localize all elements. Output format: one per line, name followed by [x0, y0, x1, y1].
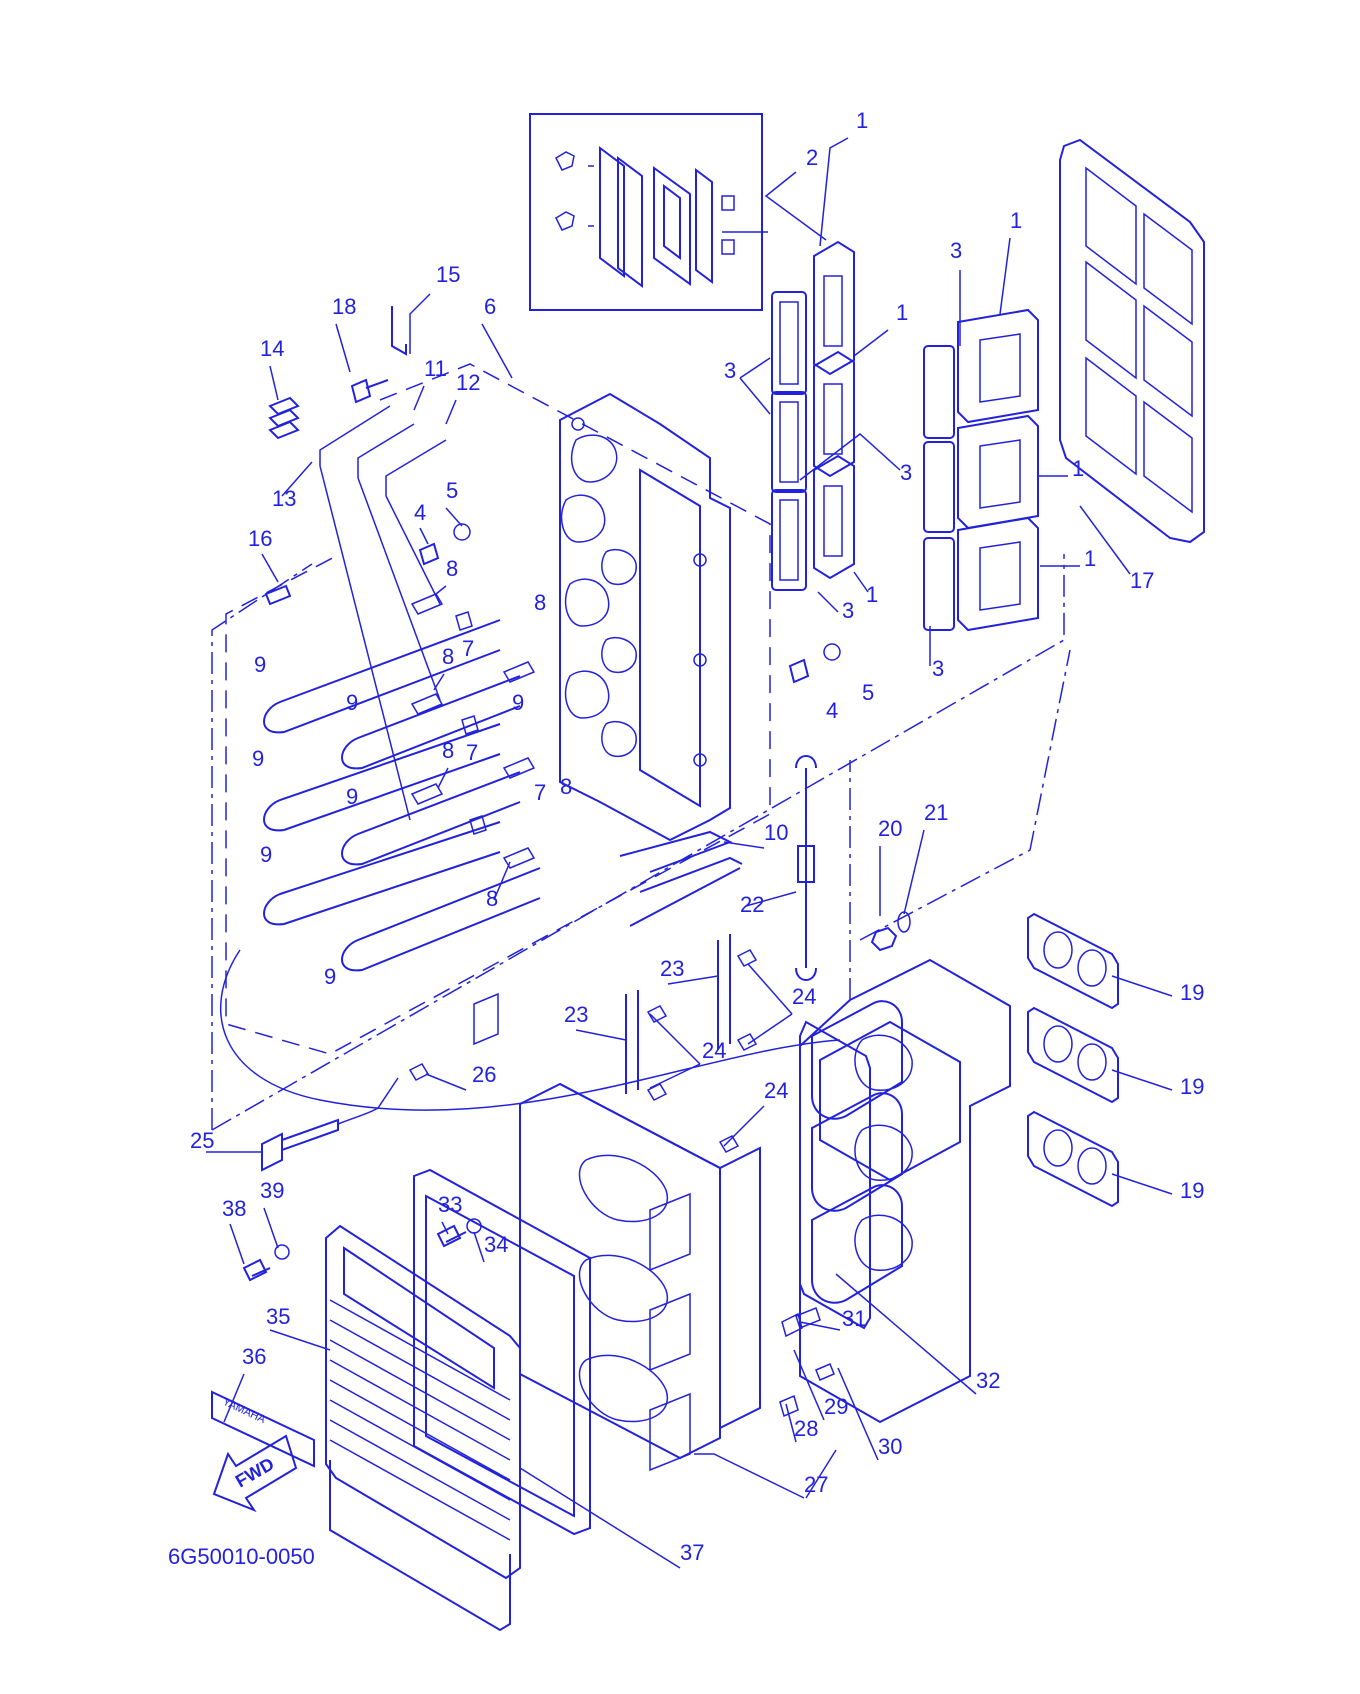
callout-9: 9 — [324, 964, 336, 989]
reed-valve-stack-center — [771, 240, 855, 591]
callout-4: 4 — [414, 500, 426, 525]
callout-10: 10 — [764, 820, 788, 845]
gasket-32 — [799, 1020, 871, 1330]
fwd-arrow-icon: FWD — [212, 1434, 298, 1513]
callout-35: 35 — [266, 1304, 290, 1329]
callout-9: 9 — [512, 690, 524, 715]
callout-22: 22 — [740, 892, 764, 917]
callout-24: 24 — [702, 1038, 726, 1063]
link-rod-22 — [795, 755, 911, 981]
callout-14: 14 — [260, 336, 284, 361]
intake-gasket-17 — [1059, 138, 1205, 544]
callout-8: 8 — [534, 590, 546, 615]
callout-24: 24 — [764, 1078, 788, 1103]
callout-1: 1 — [1084, 546, 1096, 571]
fwd-label: FWD — [232, 1454, 277, 1492]
callout-3: 3 — [724, 358, 736, 383]
callout-38: 38 — [222, 1196, 246, 1221]
callout-17: 17 — [1130, 568, 1154, 593]
callout-21: 21 — [924, 800, 948, 825]
hoses-9 — [263, 619, 541, 972]
callout-39: 39 — [260, 1178, 284, 1203]
hose-assembly-outline — [225, 363, 771, 1055]
callout-29: 29 — [824, 1394, 848, 1419]
small-bolts-28-31 — [779, 1307, 835, 1418]
callout-8: 8 — [486, 886, 498, 911]
callout-9: 9 — [346, 690, 358, 715]
gasket-37 — [413, 1168, 591, 1536]
callout-8: 8 — [442, 644, 454, 669]
silencer-plate-27 — [519, 1082, 761, 1472]
callout-30: 30 — [878, 1434, 902, 1459]
callout-9: 9 — [254, 652, 266, 677]
callout-1: 1 — [866, 582, 878, 607]
airbox-cover-35 — [325, 1224, 521, 1632]
callout-23: 23 — [660, 956, 684, 981]
hoses-23-clamps-24 — [625, 934, 758, 1153]
callout-23: 23 — [564, 1002, 588, 1027]
callout-19: 19 — [1180, 1178, 1204, 1203]
callout-5: 5 — [862, 680, 874, 705]
callout-3: 3 — [900, 460, 912, 485]
callout-13: 13 — [272, 486, 296, 511]
throttle-body-assembly — [799, 649, 1071, 1424]
callout-1: 1 — [856, 108, 868, 133]
fittings-7-8 — [410, 593, 536, 869]
callout-32: 32 — [976, 1368, 1000, 1393]
small-hardware-top-left — [264, 306, 841, 684]
callout-2: 2 — [806, 145, 818, 170]
callout-12: 12 — [456, 370, 480, 395]
callout-6: 6 — [484, 294, 496, 319]
reference-curve — [219, 949, 841, 1111]
callout-7: 7 — [462, 636, 474, 661]
callout-4: 4 — [826, 698, 838, 723]
callout-33: 33 — [438, 1192, 462, 1217]
callout-9: 9 — [252, 746, 264, 771]
callout-25: 25 — [190, 1128, 214, 1153]
callout-19: 19 — [1180, 980, 1204, 1005]
callout-26: 26 — [472, 1062, 496, 1087]
callout-3: 3 — [950, 238, 962, 263]
callout-9: 9 — [260, 842, 272, 867]
leader-lines — [206, 137, 1173, 1569]
callout-28: 28 — [794, 1416, 818, 1441]
callout-11: 11 — [424, 356, 447, 381]
callout-36: 36 — [242, 1344, 266, 1369]
callout-37: 37 — [680, 1540, 704, 1565]
diagram-code: 6G50010-0050 — [168, 1544, 315, 1569]
callout-8: 8 — [442, 738, 454, 763]
callout-16: 16 — [248, 526, 272, 551]
callout-15: 15 — [436, 262, 460, 287]
callout-19: 19 — [1180, 1074, 1204, 1099]
callout-7: 7 — [466, 740, 478, 765]
callout-1: 1 — [1072, 456, 1084, 481]
callout-1: 1 — [896, 300, 908, 325]
reed-valve-inset — [529, 113, 763, 311]
callout-9: 9 — [346, 784, 358, 809]
callout-18: 18 — [332, 294, 356, 319]
callout-8: 8 — [560, 774, 572, 799]
callout-24: 24 — [792, 984, 816, 1009]
callout-31: 31 — [842, 1306, 866, 1331]
callout-1: 1 — [1010, 208, 1022, 233]
callout-3: 3 — [932, 656, 944, 681]
callout-34: 34 — [484, 1232, 508, 1257]
callout-20: 20 — [878, 816, 902, 841]
callout-27: 27 — [804, 1472, 828, 1497]
callout-5: 5 — [446, 478, 458, 503]
callout-3: 3 — [842, 598, 854, 623]
hoses-11-12-13 — [319, 405, 447, 821]
callout-8: 8 — [446, 556, 458, 581]
callout-7: 7 — [534, 780, 546, 805]
reed-valve-stack-right — [923, 308, 1039, 632]
intake-manifold-6 — [559, 392, 731, 842]
gaskets-19 — [1027, 912, 1119, 1208]
reference-line-left — [211, 554, 1065, 1131]
hoses-10 — [619, 830, 743, 927]
sensor-25 — [261, 992, 499, 1172]
